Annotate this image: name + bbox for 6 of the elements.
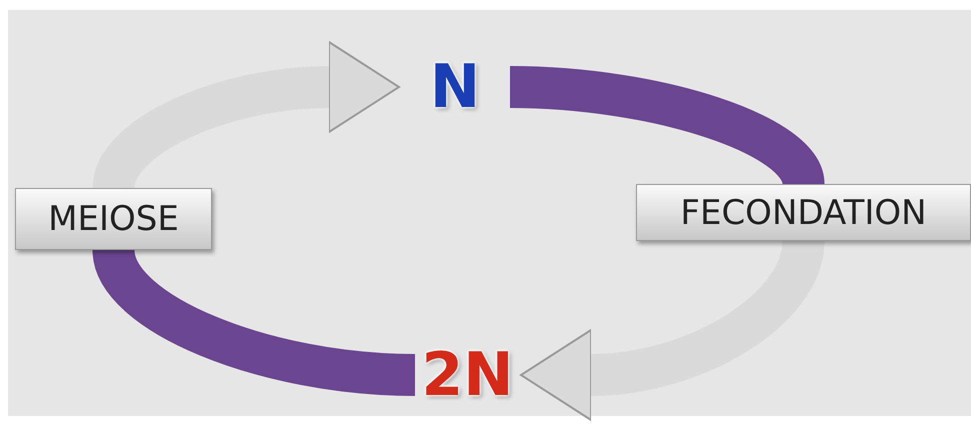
ploidy-label: N — [430, 52, 480, 122]
ploidy-label: 2N — [422, 340, 514, 410]
process-label: MEIOSE — [48, 199, 179, 239]
process-label: FECONDATION — [680, 192, 927, 232]
process-box — [15, 188, 212, 250]
process-box — [636, 184, 971, 241]
